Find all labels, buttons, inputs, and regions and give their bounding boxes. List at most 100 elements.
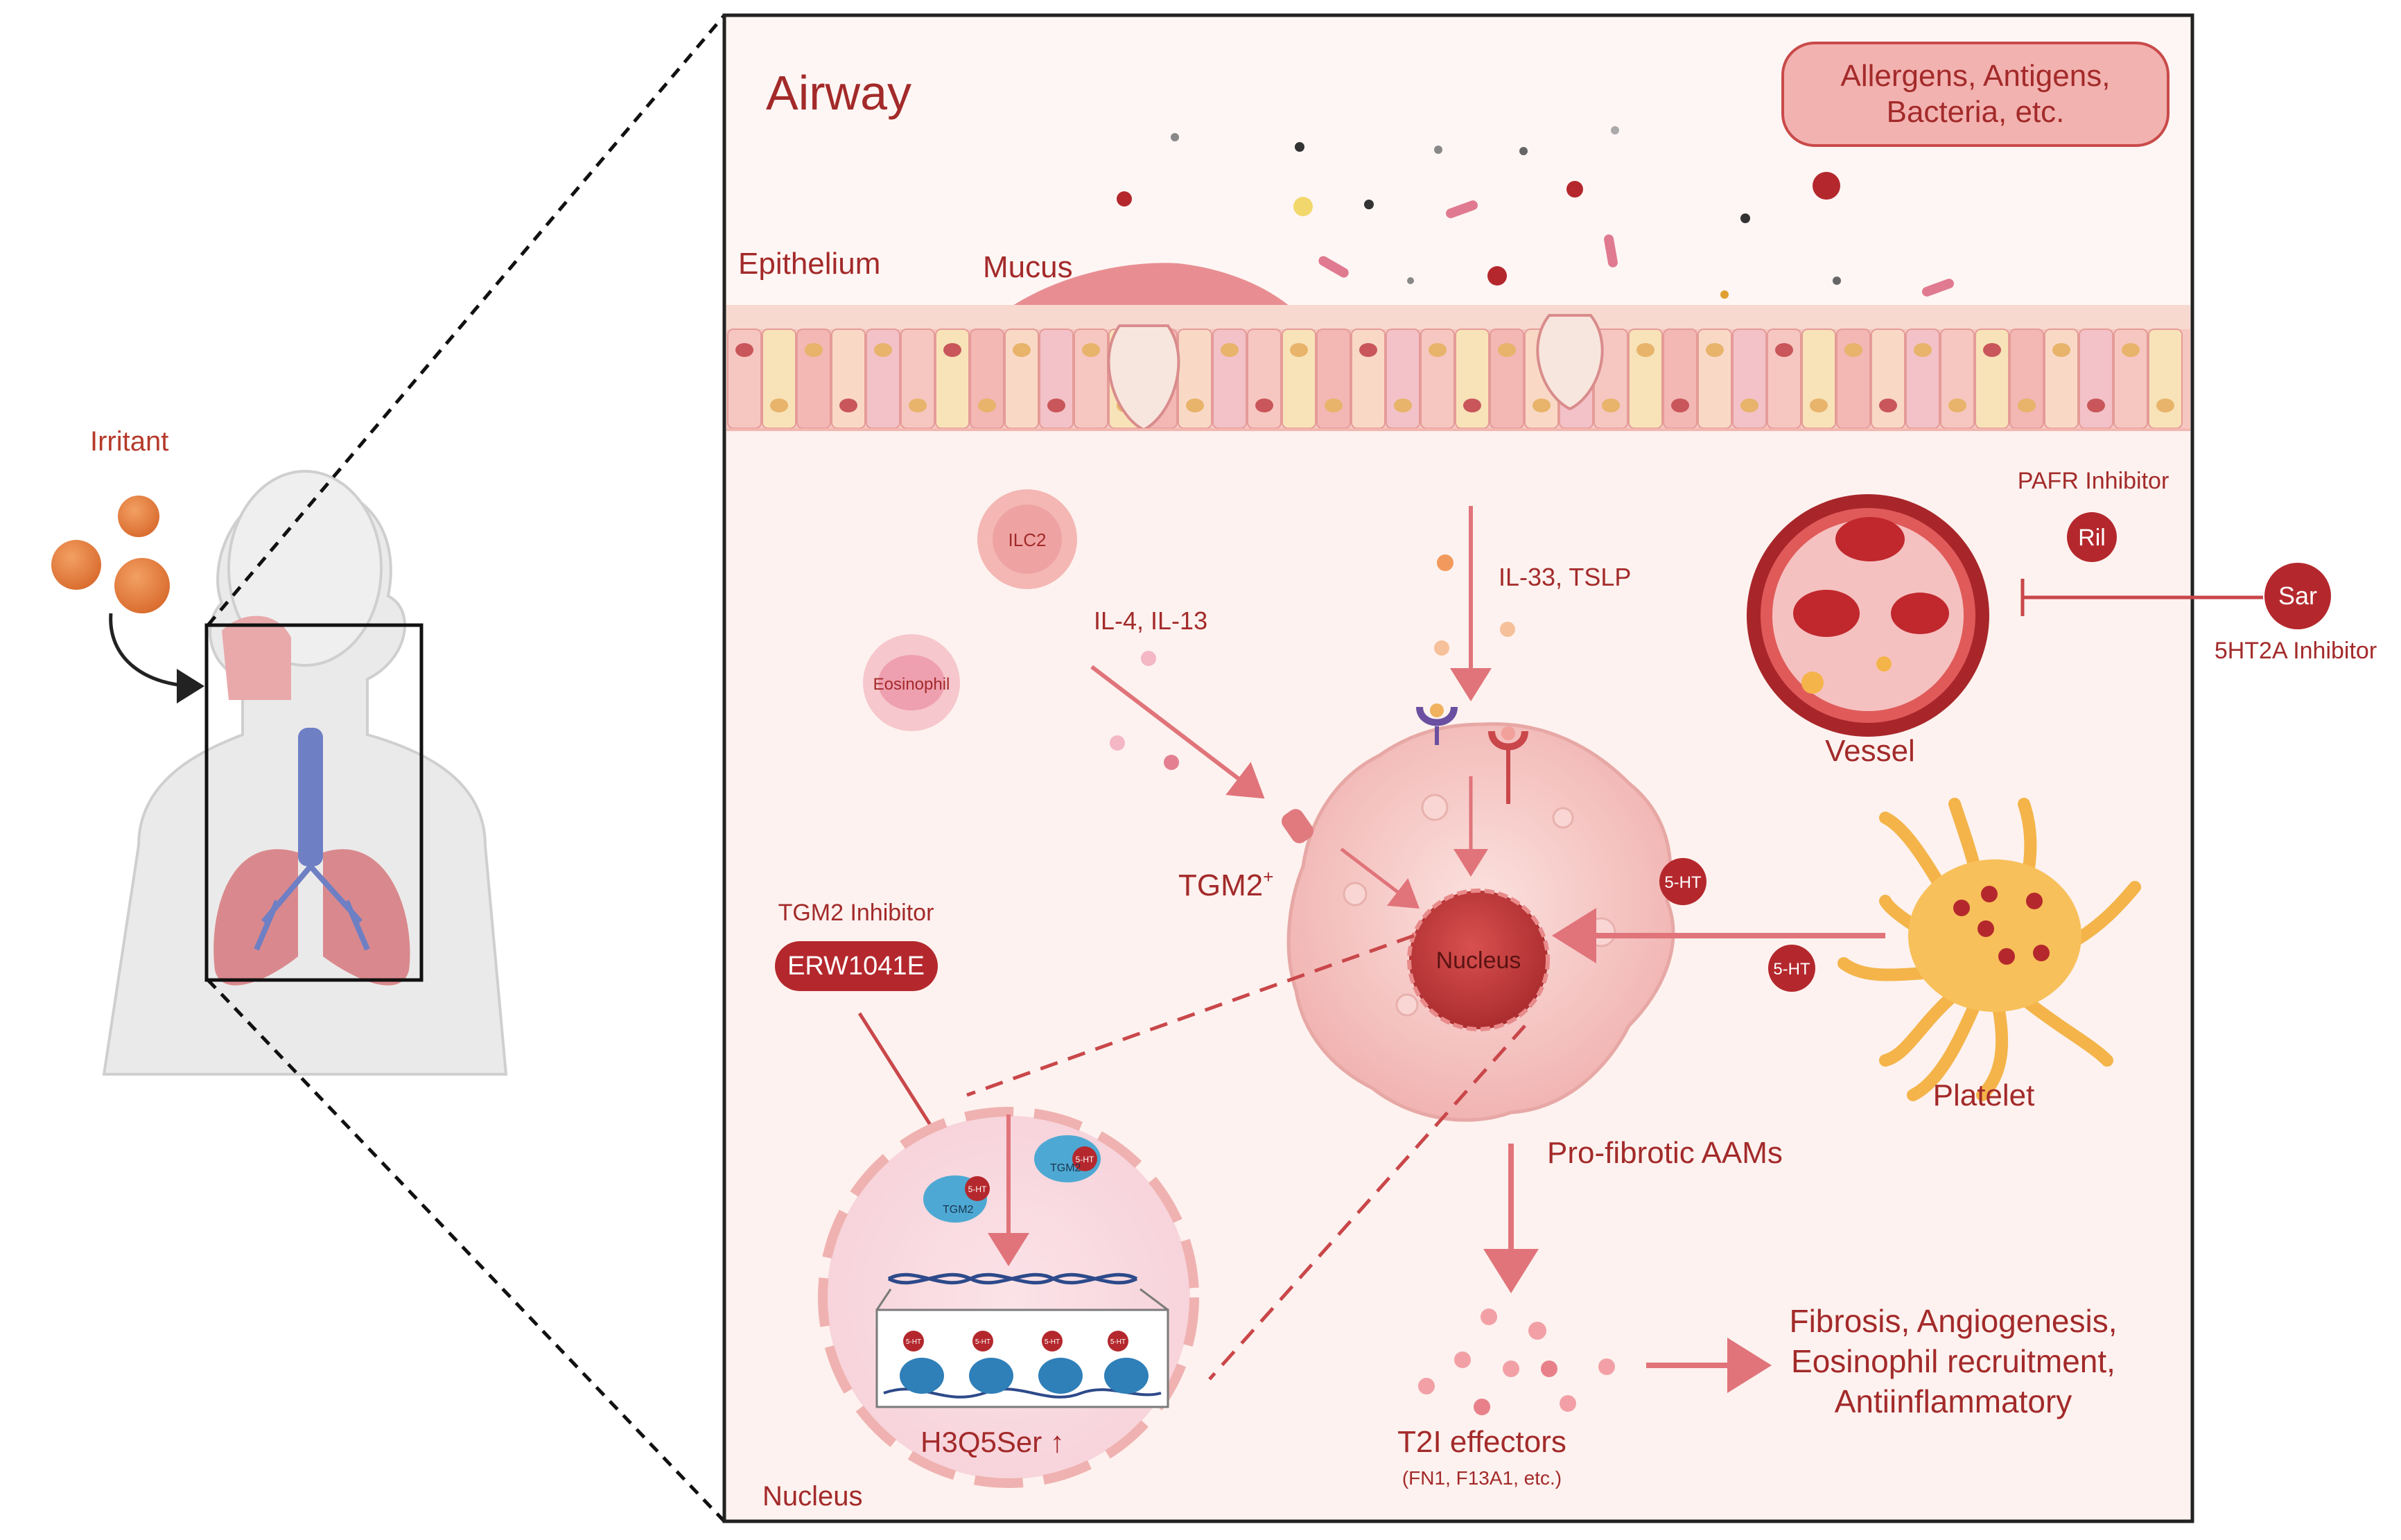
epithelial-cell [831, 329, 866, 429]
5ht2a-inhibitor-label: 5HT2A Inhibitor [2215, 638, 2377, 664]
histone [1104, 1358, 1149, 1394]
cell-nucleus [943, 343, 961, 357]
pafr-inhibitor-label: PAFR Inhibitor [2018, 468, 2169, 494]
allergens-pill [1781, 42, 2169, 147]
particle-dot [1611, 126, 1619, 134]
airborne-particles [1117, 126, 1954, 299]
serotonylation-label: 5-HT [975, 1338, 990, 1346]
serotonylation-mark [903, 1331, 924, 1351]
epithelial-cell [1663, 329, 1697, 429]
bacterium [1446, 200, 1478, 218]
erw-label: ERW1041E [787, 952, 925, 981]
vesicle [1343, 882, 1368, 907]
cytokine-dot [1437, 554, 1453, 571]
t2i-effectors-label: T2I effectors [1397, 1425, 1566, 1459]
cell-nucleus [839, 399, 857, 412]
h3q5ser-label: H3Q5Ser ↑ [920, 1426, 1065, 1458]
nucleus-zoom-line-top [966, 934, 1415, 1097]
receptor-purple [1416, 706, 1458, 726]
il33-tslp-label: IL-33, TSLP [1499, 563, 1631, 591]
cell-nucleus [1948, 399, 1966, 412]
outcome-line2: Eosinophil recruitment, [1791, 1343, 2115, 1379]
sar-circle [2264, 563, 2331, 629]
t2i-effector-dots [1418, 1309, 1615, 1415]
virus-particle [1117, 191, 1132, 207]
il4-arrow [1090, 665, 1265, 799]
effector-dot [1454, 1351, 1471, 1368]
irritant-particle-left [51, 540, 101, 590]
histone [900, 1358, 944, 1394]
cell-nucleus [805, 343, 823, 357]
cytokine-dot [1164, 755, 1179, 770]
epithelial-cell-row [727, 329, 2183, 429]
particle-dot [1519, 147, 1528, 155]
cell-nucleus [1221, 343, 1239, 357]
bacterium [1604, 234, 1618, 268]
vesicle [1421, 794, 1449, 821]
cell-nucleus [1879, 399, 1897, 412]
cytokine-dot [1500, 622, 1515, 637]
serotonin-badge-cell: 5-HT [1659, 858, 1706, 905]
irritant-group: Irritant [51, 426, 204, 703]
red-blood-cell [1835, 517, 1905, 561]
cell-nucleus [1186, 399, 1204, 412]
cell-nucleus [1740, 399, 1758, 412]
eosinophil-label: Eosinophil [873, 675, 950, 694]
histone [969, 1358, 1013, 1394]
zoom-box [204, 623, 424, 982]
irritant-particle-small [118, 496, 159, 537]
erw-inhibition-line [857, 1012, 943, 1144]
granule [2026, 893, 2043, 909]
serotonylation-mark [1108, 1331, 1128, 1351]
cell-nucleus [1706, 343, 1724, 357]
cell-nucleus [1013, 343, 1031, 357]
serotonin-badge [1659, 858, 1706, 905]
sar-label: Sar [2278, 581, 2317, 610]
ht-small-label: 5-HT [968, 1184, 987, 1194]
erw-pill [775, 941, 938, 991]
vesicle [1552, 807, 1574, 829]
trachea-icon [298, 728, 323, 866]
serotonylation-mark [972, 1331, 993, 1351]
5ht-bound [1072, 1146, 1097, 1171]
outcome-line3: Antiinflammatory [1835, 1383, 2072, 1419]
human-figure [102, 470, 508, 1076]
5ht-bound [965, 1176, 990, 1201]
particle-dot [1407, 277, 1414, 284]
epithelial-cell [1732, 329, 1767, 429]
vesicle [1395, 993, 1419, 1017]
head-silhouette [227, 470, 383, 667]
cytokine-dot [1141, 651, 1156, 666]
platelet-body [1908, 859, 2081, 1012]
cell-nucleus [2122, 343, 2140, 357]
epithelial-cell [2079, 329, 2113, 429]
t2i-effectors-sub: (FN1, F13A1, etc.) [1402, 1467, 1562, 1489]
irritant-label: Irritant [90, 426, 168, 457]
granule [2033, 945, 2050, 961]
red-blood-cell [1793, 590, 1860, 637]
cell-nucleus [1359, 343, 1377, 357]
eosinophil-nucleus [878, 655, 945, 710]
effector-dot [1541, 1360, 1557, 1377]
cell-nucleus [1394, 399, 1412, 412]
cell-nucleus [1082, 343, 1100, 357]
effector-dot [1474, 1399, 1490, 1415]
particle-dot [1740, 213, 1750, 223]
receptors [1282, 703, 1528, 909]
cytokine-dot [1434, 640, 1449, 656]
ril-badge: Ril [2067, 512, 2117, 562]
nucleus-zoom-caption: Nucleus [762, 1481, 863, 1512]
ril-circle [2067, 512, 2117, 562]
tgm2-label: TGM2+ [1178, 866, 1273, 902]
vessel-lumen [1772, 520, 1964, 711]
bronchi-icon [254, 864, 370, 951]
cell-nucleus [1290, 343, 1308, 357]
epithelial-cell [1247, 329, 1282, 429]
serotonin-label: 5-HT [1773, 960, 1810, 979]
nucleus-label: Nucleus [1436, 947, 1521, 974]
chromatin-box-connector [875, 1288, 892, 1311]
cell-nucleus [2087, 399, 2105, 412]
cell-nucleus [1533, 399, 1551, 412]
